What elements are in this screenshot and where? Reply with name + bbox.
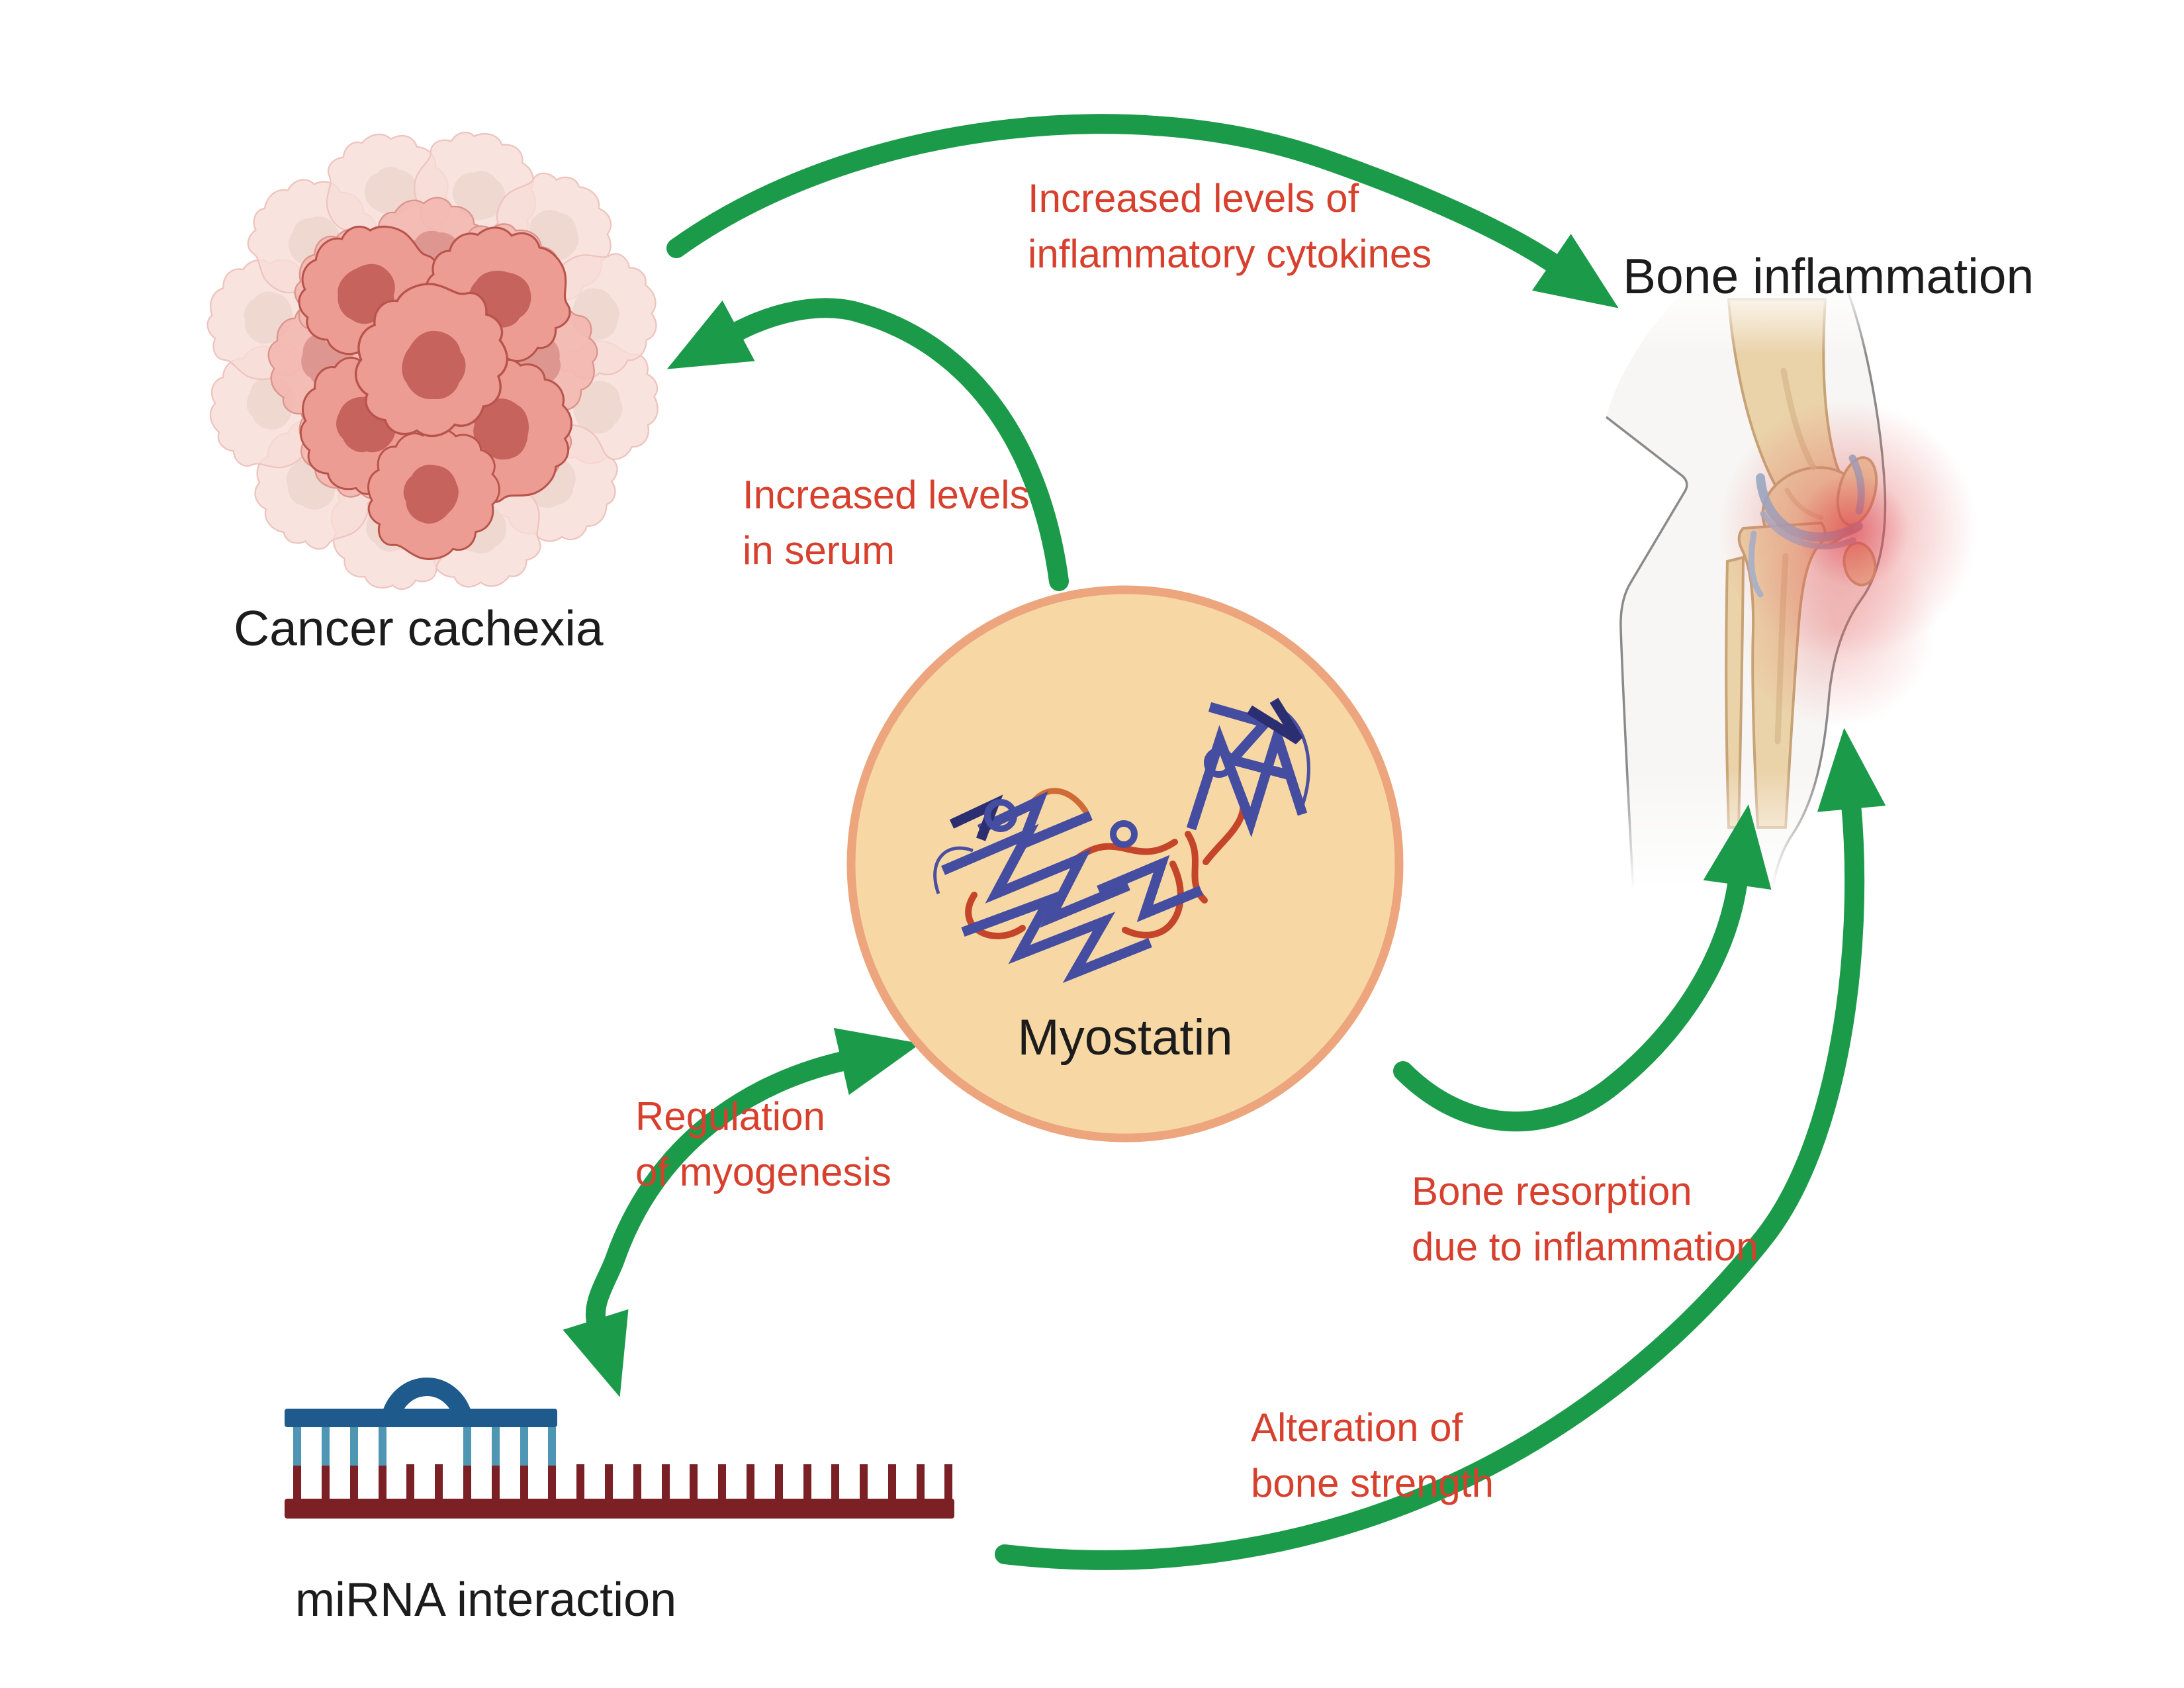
annotation-line: Alteration of	[1251, 1405, 1463, 1450]
mirna-strand-illustration	[285, 1378, 954, 1519]
annotation-line: Regulation	[635, 1094, 825, 1139]
annotation-line: inflammatory cytokines	[1028, 232, 1432, 276]
arrow-serum	[666, 298, 1069, 591]
arrow-cytokines	[666, 114, 1619, 308]
myostatin-node	[846, 585, 1404, 1143]
annotation-serum: Increased levels in serum	[743, 467, 1030, 579]
leg-outline-left	[1605, 416, 1688, 893]
label-myostatin: Myostatin	[1017, 1009, 1233, 1066]
annotation-line: bone strength	[1251, 1461, 1494, 1505]
annotation-resorption: Bone resorption due to inflammation	[1412, 1164, 1758, 1275]
mirna-loop	[381, 1378, 473, 1426]
annotation-line: due to inflammation	[1412, 1225, 1758, 1269]
inflammation-glow	[1797, 475, 1909, 587]
annotation-line: Increased levels of	[1028, 176, 1359, 220]
protein-ribbon-illustration	[933, 698, 1310, 984]
annotation-line: Increased levels	[743, 473, 1030, 517]
annotation-line: of myogenesis	[635, 1150, 891, 1194]
annotation-line: in serum	[743, 528, 895, 573]
annotation-myogenesis: Regulation of myogenesis	[635, 1089, 891, 1200]
arrow-resorption	[1393, 804, 1772, 1132]
annotation-line: Bone resorption	[1412, 1169, 1692, 1213]
arrow-strength	[995, 727, 1886, 1570]
inflammation-glow	[1737, 530, 1936, 728]
mirna-bases	[293, 1427, 556, 1466]
annotation-cytokines: Increased levels of inflammatory cytokin…	[1028, 171, 1432, 282]
mrna-bases	[293, 1464, 952, 1501]
tumor-cells-illustration	[190, 118, 672, 604]
mrna-backbone	[285, 1499, 954, 1519]
knee-joint-illustration	[1605, 286, 1977, 893]
relationship-arrows	[563, 114, 1886, 1570]
arrow-myogenesis	[563, 1027, 921, 1397]
annotation-strength: Alteration of bone strength	[1251, 1400, 1494, 1511]
label-mirna-interaction: miRNA interaction	[295, 1573, 677, 1626]
label-cancer-cachexia: Cancer cachexia	[234, 600, 604, 656]
label-bone-inflammation: Bone inflammation	[1623, 248, 2034, 304]
mirna-backbone	[285, 1409, 557, 1427]
